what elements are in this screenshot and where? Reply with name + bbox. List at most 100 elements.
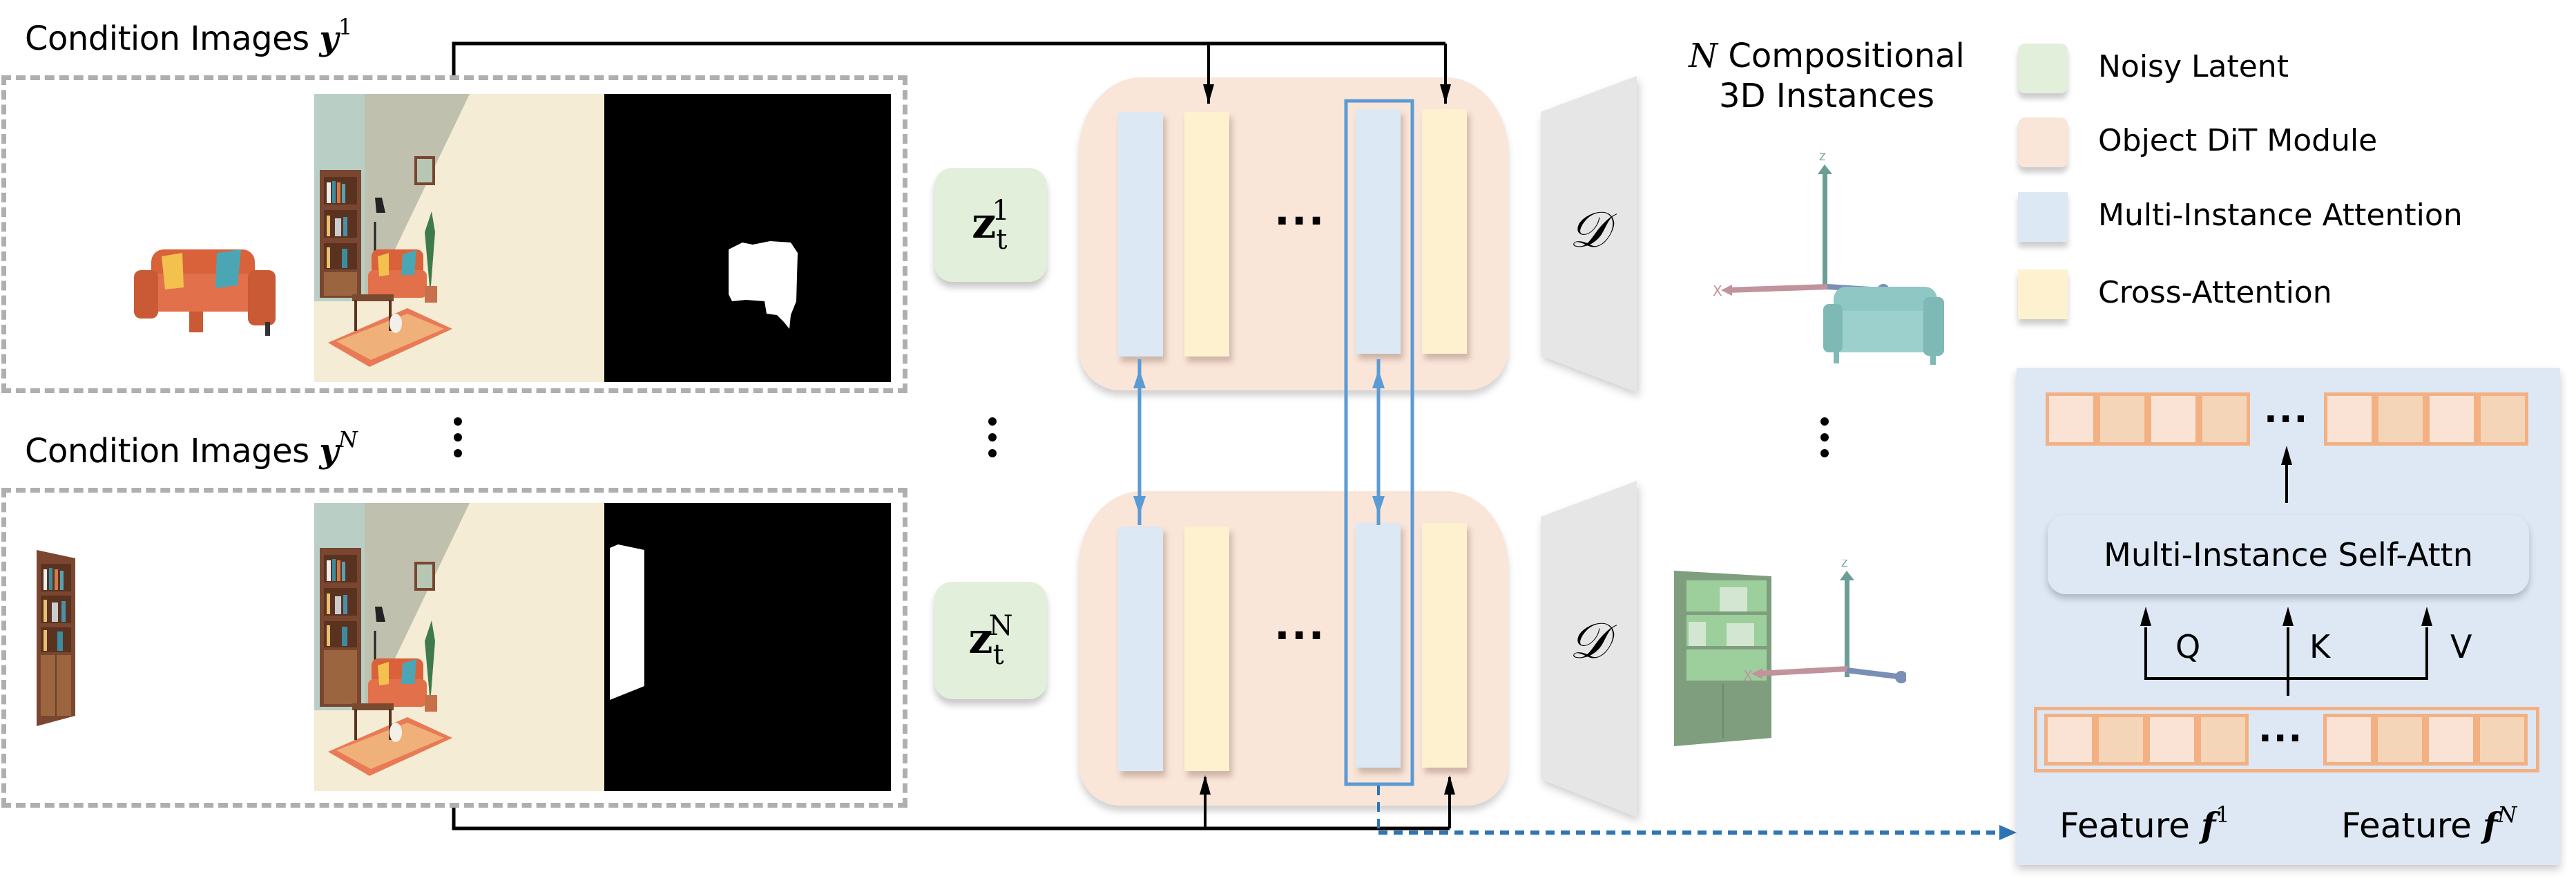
bookshelf-3d-instance: Z X Y [1674, 560, 1906, 746]
output-title: N Compositional 3D Instances [1678, 36, 1975, 116]
cross-attention-block [1184, 112, 1229, 357]
axis-label-y: Y [1902, 672, 1906, 689]
noisy-latent-n: ztN [934, 582, 1047, 699]
v-arrowhead [2421, 607, 2432, 626]
legend-swatch-cross-attention [2018, 269, 2068, 319]
condition-title-n: Condition Images yN [25, 426, 358, 471]
multi-instance-attention-detail-panel: ··· Multi-Instance Self-Attn Q K V ··· F… [2017, 368, 2560, 865]
row-ellipsis-output [1816, 415, 1833, 466]
output-count-symbol: N [1689, 37, 1718, 75]
decoder-bottom [1541, 481, 1637, 817]
multi-instance-attention-block [1356, 523, 1401, 768]
multi-instance-self-attn-block: Multi-Instance Self-Attn [2048, 515, 2529, 594]
bookshelf-object-image [37, 550, 75, 726]
legend-swatch-object-dit [2018, 117, 2068, 167]
mask-image-1 [604, 94, 891, 382]
row-ellipsis-latent [984, 415, 1001, 466]
legend-swatch-noisy-latent [2018, 44, 2068, 93]
decoder-label-1: 𝒟 [1569, 200, 1609, 258]
condition-superscript: N [338, 426, 358, 453]
token-cell [2324, 392, 2375, 446]
sofa-3d-instance: Z X Y [1713, 152, 1944, 365]
condition-superscript: 1 [338, 14, 352, 40]
sofa-object-image [134, 249, 276, 336]
feature-symbol: f [2200, 805, 2216, 846]
panel-arrows [2140, 446, 2432, 696]
token-cell [2046, 392, 2097, 446]
token-cell [2095, 714, 2146, 766]
condition-label: Condition Images [25, 19, 309, 58]
k-label: K [2309, 628, 2331, 665]
sofa-mesh [1823, 287, 1944, 365]
condition-symbol: y [319, 19, 338, 58]
axis-label-x: X [1743, 667, 1753, 684]
token-cell [2477, 392, 2528, 446]
feature-superscript: N [2497, 801, 2517, 828]
token-cell [2374, 714, 2425, 766]
axis-gizmo: Z X Y [1743, 560, 1906, 689]
cross-attention-block [1422, 109, 1467, 354]
condition-title-1: Condition Images y1 [25, 14, 352, 58]
latent-symbol: z [972, 197, 997, 248]
legend-swatch-multi-instance-attention [2018, 192, 2068, 242]
scene-image-1 [314, 94, 604, 382]
scene-image-n [314, 503, 604, 791]
output-tokens-group-1 [2046, 392, 2251, 446]
k-arrowhead [2282, 607, 2294, 626]
decoder-top [1541, 76, 1637, 392]
latent-symbol: z [968, 613, 993, 663]
condition-symbol: y [319, 432, 338, 471]
token-cell [2044, 714, 2095, 766]
legend-label-object-dit: Object DiT Module [2098, 123, 2378, 158]
input-tokens-group-1 [2044, 714, 2250, 766]
feature-label-n: Feature fN [2341, 801, 2517, 846]
legend-label-multi-instance-attention: Multi-Instance Attention [2098, 198, 2463, 233]
mask-image-n [604, 503, 891, 791]
condition-images-box-1 [1, 75, 907, 393]
output-title-line2: 3D Instances [1719, 77, 1934, 115]
cross-attention-block [1184, 526, 1229, 771]
token-cell [2425, 714, 2477, 766]
axis-label-z: Z [1819, 152, 1826, 163]
axis-label-z: Z [1841, 560, 1848, 569]
condition-label: Condition Images [25, 432, 309, 471]
token-ellipsis: ··· [2264, 399, 2309, 440]
decoder-label-n: 𝒟 [1569, 611, 1609, 670]
legend-label-cross-attention: Cross-Attention [2098, 275, 2332, 310]
feature-text: Feature [2059, 806, 2190, 846]
q-arrowhead [2140, 607, 2151, 626]
token-cell [2477, 714, 2528, 766]
legend-label-noisy-latent: Noisy Latent [2098, 49, 2289, 84]
noisy-latent-1: zt1 [934, 168, 1047, 282]
q-label: Q [2175, 628, 2201, 665]
token-cell [2097, 392, 2148, 446]
token-cell [2148, 392, 2199, 446]
input-tokens-group-n [2323, 714, 2529, 766]
token-cell [2323, 714, 2374, 766]
token-cell [2426, 392, 2477, 446]
token-ellipsis: ··· [2258, 718, 2304, 759]
multi-instance-attention-block [1356, 109, 1401, 354]
axis-label-x: X [1713, 283, 1722, 299]
cross-attention-block [1422, 523, 1467, 768]
output-tokens-group-n [2324, 392, 2530, 446]
multi-instance-attention-block [1118, 526, 1163, 771]
v-label: V [2450, 628, 2472, 665]
token-cell [2199, 392, 2250, 446]
token-cell [2146, 714, 2198, 766]
arrowhead [2281, 446, 2292, 465]
layer-ellipsis: ··· [1274, 197, 1326, 245]
multi-instance-attention-block [1118, 112, 1163, 357]
latent-subscript: t [996, 223, 1008, 256]
feature-superscript: 1 [2215, 801, 2230, 828]
token-cell [2198, 714, 2249, 766]
row-ellipsis-left [450, 415, 466, 466]
layer-ellipsis: ··· [1274, 611, 1326, 660]
condition-images-box-n [1, 488, 907, 808]
feature-symbol: f [2482, 805, 2498, 846]
token-cell [2375, 392, 2426, 446]
latent-superscript: 1 [992, 194, 1010, 227]
latent-subscript: t [992, 639, 1004, 671]
axis-gizmo: Z X Y [1713, 152, 1896, 303]
latent-superscript: N [988, 610, 1013, 642]
